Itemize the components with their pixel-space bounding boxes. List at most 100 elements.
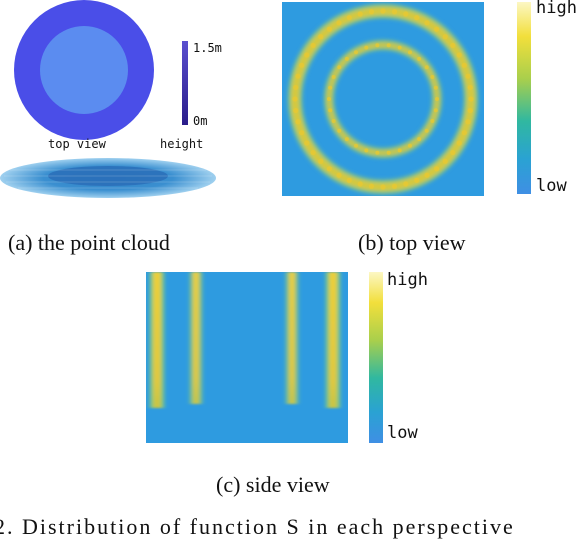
ring-bead xyxy=(391,183,398,189)
ring-bead xyxy=(368,183,375,189)
ring-bead xyxy=(468,96,474,102)
scale-min-label: 0m xyxy=(193,114,208,128)
ring-bead xyxy=(450,42,456,49)
ring-bead xyxy=(442,34,448,40)
ring-bead xyxy=(433,108,438,113)
ring-bead xyxy=(386,43,391,48)
ring-bead xyxy=(397,45,402,50)
ring-bead xyxy=(310,149,316,156)
ring-bead xyxy=(354,143,358,148)
ring-bead xyxy=(408,50,412,55)
ring-bead xyxy=(295,119,301,125)
ring-bead xyxy=(331,118,336,123)
ring-bead xyxy=(380,8,386,14)
ring-bead xyxy=(337,128,342,133)
ring-bead xyxy=(344,137,349,142)
ring-bead xyxy=(368,9,375,15)
ring-bead xyxy=(328,108,333,113)
ring-bead xyxy=(424,172,430,178)
ring-bead xyxy=(391,9,398,15)
ring-bead xyxy=(408,143,412,148)
ring-bead xyxy=(465,119,471,125)
ring-bead xyxy=(292,96,298,102)
ring-bead xyxy=(346,177,352,183)
caption-a: (a) the point cloud xyxy=(8,230,170,255)
ring-bead xyxy=(435,97,439,101)
ring-bead xyxy=(293,107,299,114)
ring-bead xyxy=(375,43,380,48)
ring-bead xyxy=(424,128,429,133)
ring-bead xyxy=(461,62,467,68)
scale-max-label: 1.5m xyxy=(193,41,222,55)
ring-bead xyxy=(467,107,473,114)
ring-bead xyxy=(364,148,369,153)
ring-bead xyxy=(380,184,386,190)
colorbar-b xyxy=(517,2,531,194)
ring-bead xyxy=(327,97,331,101)
figure-caption-footer: 2. Distribution of function S in each pe… xyxy=(0,514,515,539)
ring-bead xyxy=(357,181,363,187)
ring-bead xyxy=(293,84,299,91)
colorbar-c-high: high xyxy=(387,270,428,290)
ring-bead xyxy=(450,149,456,156)
height-label: height xyxy=(160,137,204,151)
colorbar-b-low: low xyxy=(536,176,567,196)
ring-bead xyxy=(337,65,342,70)
caption-c: (c) side view xyxy=(216,472,330,497)
ring-bead xyxy=(336,20,342,26)
ring-bead xyxy=(403,11,409,17)
ring-bead xyxy=(304,140,310,146)
ring-bead xyxy=(364,45,369,50)
ring-bead xyxy=(467,84,473,91)
ring-bead xyxy=(336,172,342,178)
panel-b xyxy=(282,2,484,196)
colorbar-c xyxy=(369,272,383,443)
ring-bead xyxy=(299,130,305,136)
ring-bead xyxy=(433,85,438,90)
ring-bead xyxy=(328,85,333,90)
ring-bead xyxy=(299,62,305,68)
ring-bead xyxy=(456,52,462,58)
ring-bead xyxy=(375,150,380,155)
ring-bead xyxy=(417,56,422,61)
caption-b: (b) top view xyxy=(358,230,466,255)
ring-bead xyxy=(433,26,440,32)
ring-bead xyxy=(318,158,324,164)
ring-bead xyxy=(295,73,301,79)
ring-bead xyxy=(430,118,435,123)
side-view-inner xyxy=(48,166,168,186)
ring-bead xyxy=(414,177,420,183)
panel-c xyxy=(146,272,348,443)
inner-disk xyxy=(40,26,128,114)
panel-a: 1.5m 0m top view height xyxy=(0,0,230,200)
ring-bead xyxy=(310,42,316,49)
ring-bead xyxy=(318,34,324,40)
ring-bead xyxy=(331,75,336,80)
ring-bead xyxy=(417,137,422,142)
top-view-label: top view xyxy=(48,137,106,151)
ring-bead xyxy=(456,140,462,146)
ring-bead xyxy=(357,11,363,17)
ring-bead xyxy=(461,130,467,136)
ring-bead xyxy=(346,15,352,21)
ring-bead xyxy=(424,65,429,70)
ring-bead xyxy=(344,56,349,61)
ring-bead xyxy=(433,166,440,172)
ring-bead xyxy=(304,52,310,58)
ring-bead xyxy=(354,50,358,55)
ring-bead xyxy=(424,20,430,26)
ring-bead xyxy=(430,75,435,80)
top-view-heatmap xyxy=(282,2,484,196)
ring-bead xyxy=(397,148,402,153)
height-colorbar xyxy=(182,41,188,125)
ring-bead xyxy=(326,26,333,32)
colorbar-c-low: low xyxy=(387,423,418,443)
ring-bead xyxy=(403,181,409,187)
ring-bead xyxy=(465,73,471,79)
colorbar-b-high: high xyxy=(536,0,576,18)
ring-bead xyxy=(442,158,448,164)
point-cloud-figure xyxy=(0,0,216,198)
ring-bead xyxy=(414,15,420,21)
ring-bead xyxy=(386,150,391,155)
side-view-heatmap xyxy=(146,272,348,443)
